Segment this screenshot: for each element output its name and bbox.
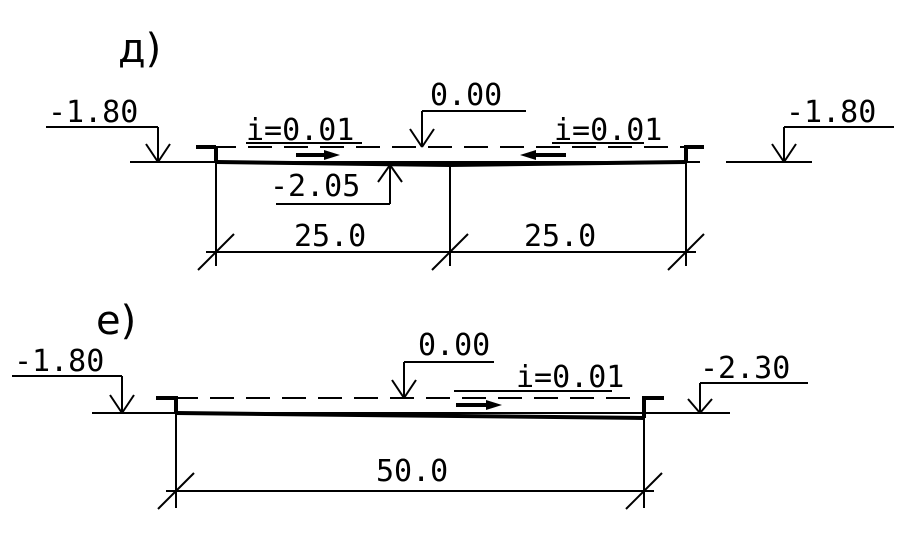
left-level-label: -1.80 <box>14 344 104 379</box>
dimension-lines-d <box>197 162 705 271</box>
crest-level-marker: 0.00 <box>409 78 526 148</box>
dimension-lines-e <box>157 413 663 510</box>
diagram-d-caption: д) <box>118 26 161 72</box>
crest-level-label: 0.00 <box>418 328 490 363</box>
left-width-label: 25.0 <box>294 219 366 254</box>
right-level-marker: -2.30 <box>687 351 808 414</box>
diagram-d: д) -1.80 -1.80 0.00 <box>46 26 894 271</box>
right-level-label: -2.30 <box>700 351 790 386</box>
slab-bottom-line <box>175 411 645 420</box>
crest-level-marker: 0.00 <box>391 328 494 399</box>
left-level-marker: -1.80 <box>12 344 135 414</box>
diagram-e: е) -1.80 -2.30 0.00 <box>12 298 808 510</box>
right-level-label: -1.80 <box>786 95 876 130</box>
crest-level-label: 0.00 <box>430 78 502 113</box>
right-width-label: 25.0 <box>524 219 596 254</box>
right-slope-arrowhead <box>520 150 536 160</box>
left-slope-arrowhead <box>324 150 340 160</box>
slope-arrowhead <box>486 400 502 410</box>
diagram-e-caption: е) <box>96 298 136 344</box>
left-level-marker: -1.80 <box>46 95 171 163</box>
slope-label: i=0.01 <box>516 360 624 395</box>
right-level-marker: -1.80 <box>771 95 894 163</box>
bottom-level-marker: -2.05 <box>270 164 403 205</box>
left-level-label: -1.80 <box>48 95 138 130</box>
width-label: 50.0 <box>376 454 448 489</box>
bottom-level-label: -2.05 <box>270 169 360 204</box>
